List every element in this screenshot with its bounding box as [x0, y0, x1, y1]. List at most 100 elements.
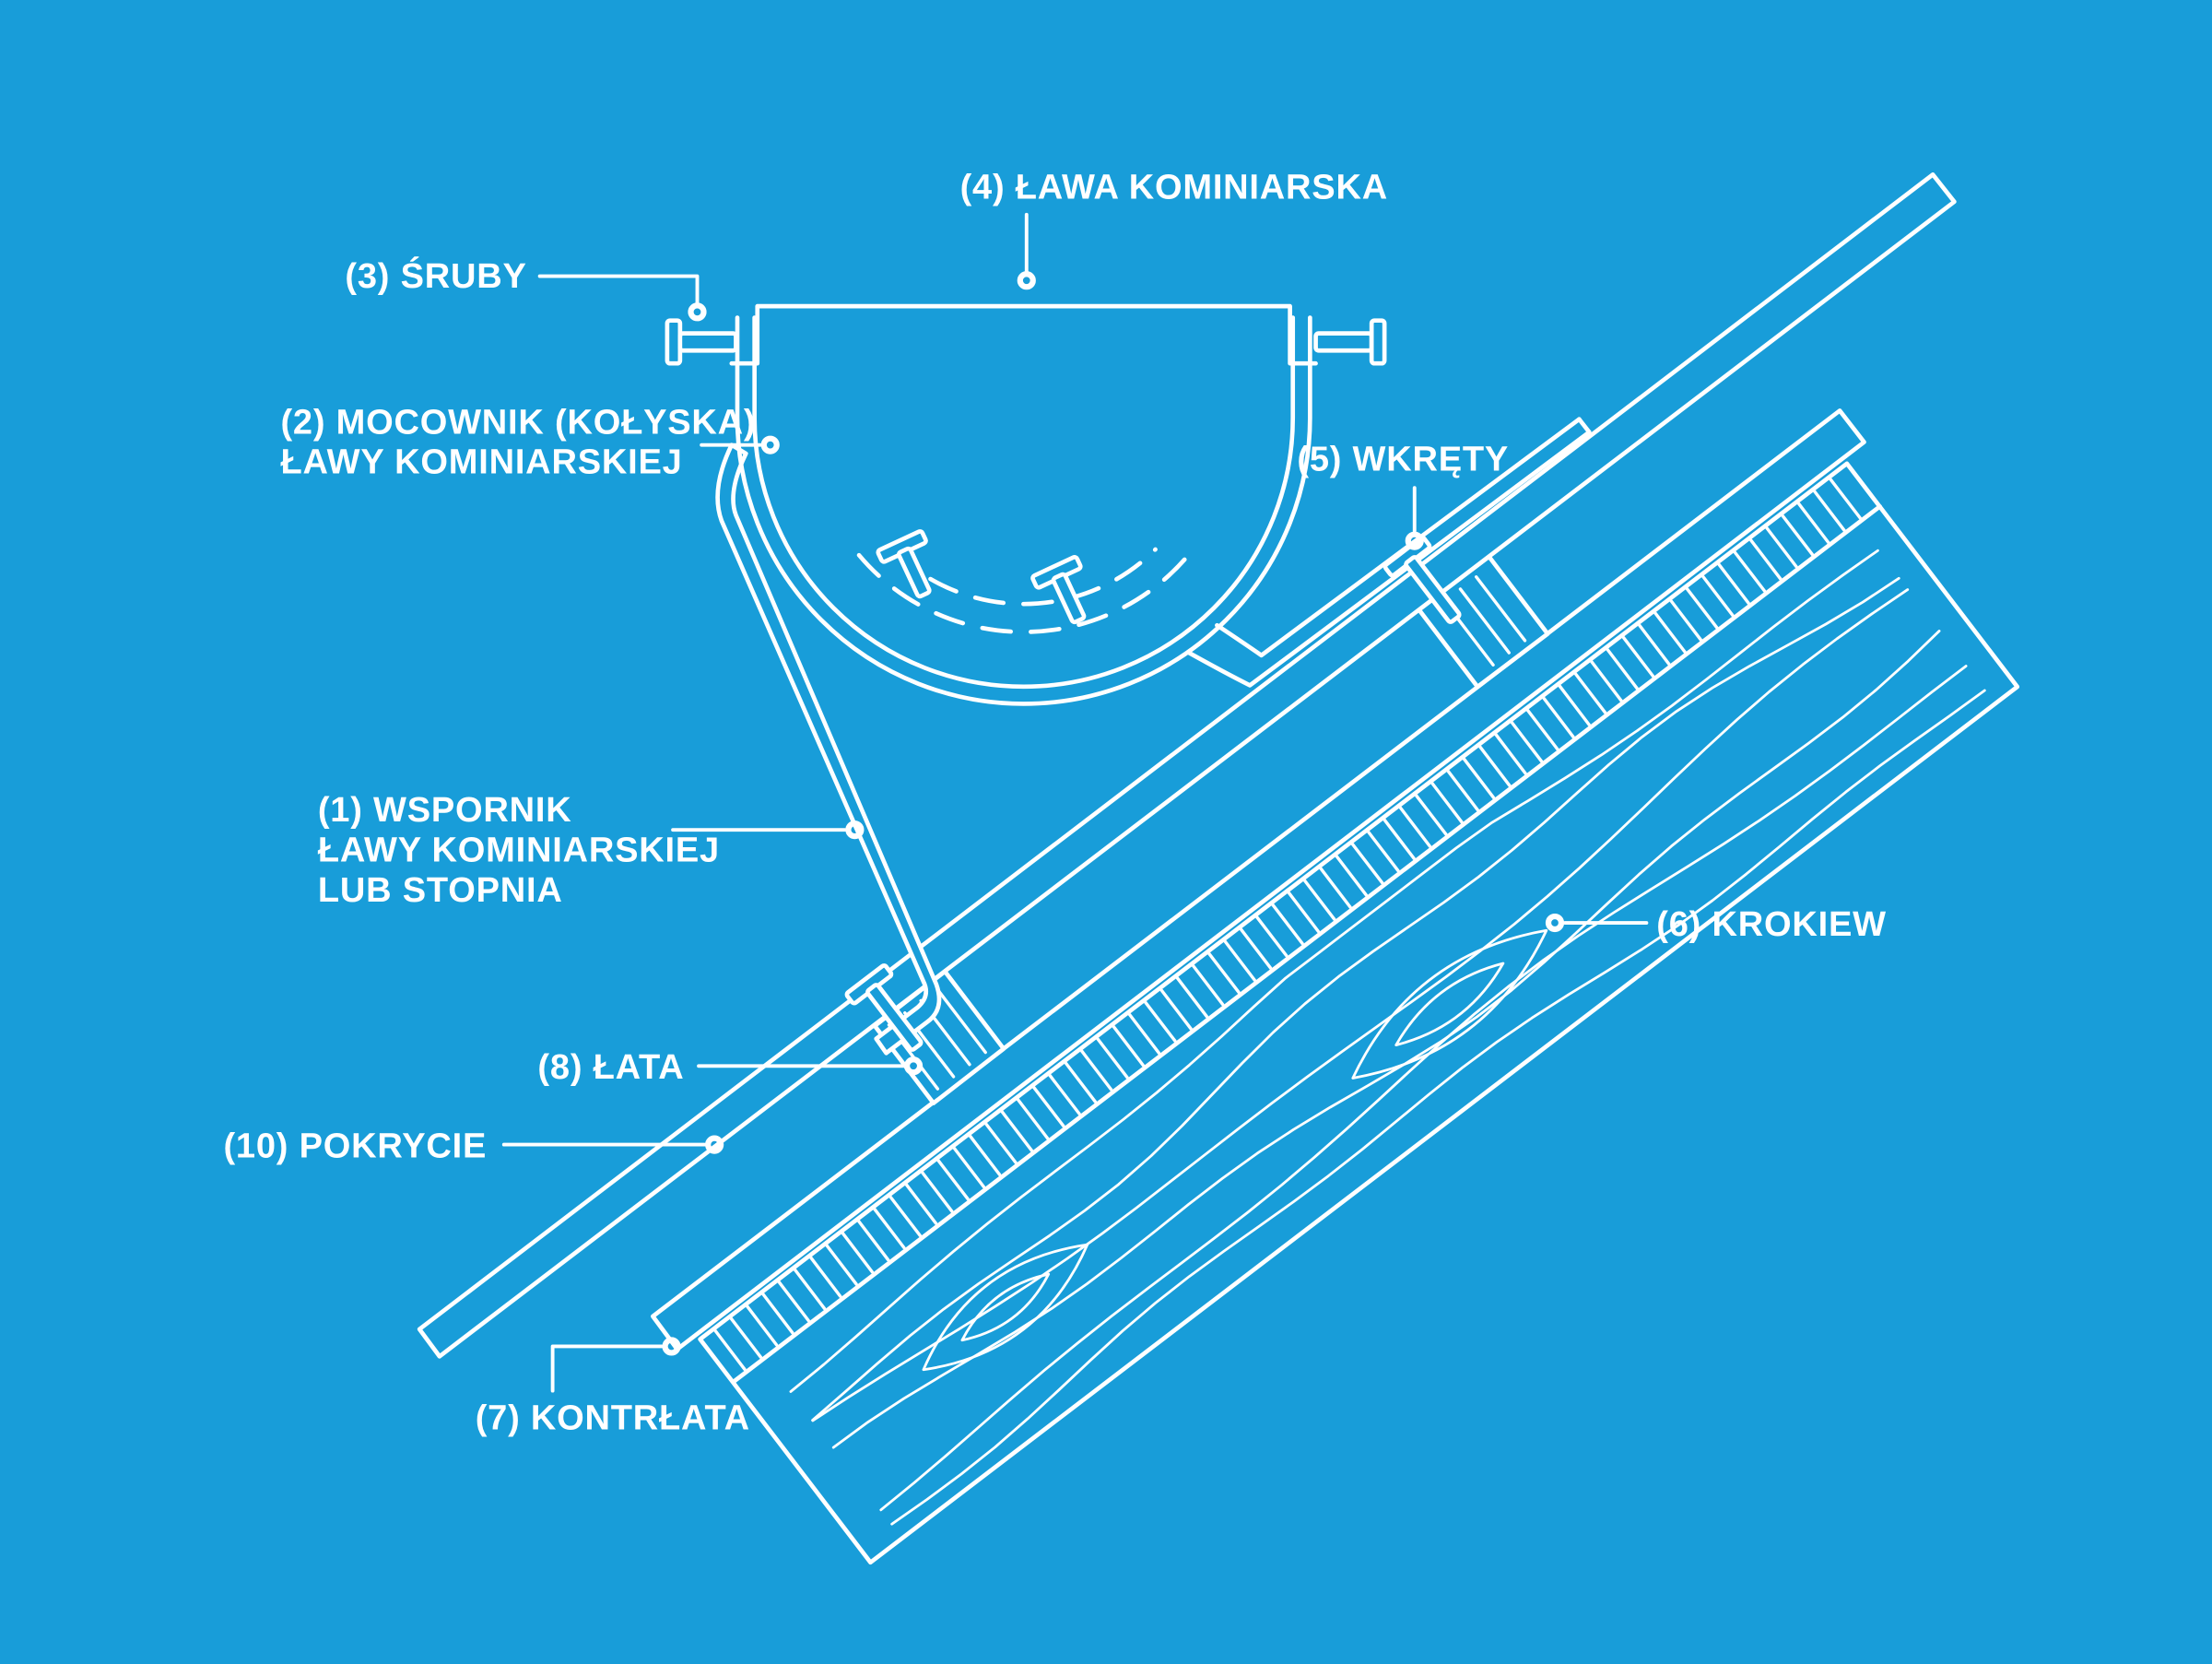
hatch-line [1446, 769, 1479, 812]
hatch-line [1350, 842, 1384, 885]
grain-knot [1351, 928, 1548, 1080]
cradle-bolt-left-shaft [896, 546, 932, 599]
hatch-line [1430, 782, 1464, 824]
hatch-line [1525, 708, 1559, 751]
hatch-line [793, 1268, 827, 1311]
hatch-line [1031, 1085, 1065, 1128]
leader-lines [501, 212, 1649, 1393]
hatch-line [1239, 927, 1273, 970]
screw-lower [844, 963, 924, 1052]
hatch-line [1207, 951, 1241, 995]
hatch-line [1478, 745, 1512, 787]
grain-knot [1394, 962, 1505, 1046]
leader-dot-wspornik [845, 820, 865, 840]
bracket-strip [1185, 417, 1592, 688]
screw-upper-shaft [1404, 555, 1462, 624]
hatch-line [1733, 550, 1767, 593]
hatch-line [935, 986, 987, 1055]
leader-dot-kontrlata [662, 1337, 681, 1356]
hatch-line [1223, 939, 1256, 982]
hatch-line [1398, 806, 1432, 848]
rafter-outline [698, 461, 2020, 1565]
bracket-strip-upper-line [1215, 417, 1582, 658]
hatch-line [1144, 1000, 1177, 1043]
roof-assembly [417, 172, 2020, 1565]
hatch-line [1458, 587, 1511, 655]
hatch-line [936, 1158, 970, 1201]
bolt-right-head [1369, 318, 1387, 366]
hatch-line [873, 1207, 906, 1250]
screw-lower-shaft [865, 983, 924, 1052]
hatch-line [1829, 478, 1863, 520]
hatch-line [1414, 794, 1448, 836]
hidden-edge-dashed-arc-inner [889, 547, 1158, 607]
covering-sheet [417, 172, 1957, 1359]
hatch-line [904, 1183, 938, 1225]
grain-knot [960, 1272, 1051, 1342]
label-lata: (8) ŁATA [537, 1048, 684, 1087]
hidden-edge-dashed-arc-outer [856, 552, 1191, 634]
hatch-line [808, 1256, 842, 1298]
bolt-left-shaft [677, 331, 738, 353]
grain-line [811, 576, 1900, 1422]
hatch-line [1271, 903, 1304, 946]
hatch-line [1653, 611, 1687, 654]
hatch-line [1287, 891, 1321, 934]
hatch-line [1558, 684, 1591, 726]
hatch-line [729, 1316, 763, 1359]
label-mocownik-line1: (2) MOCOWNIK (KOŁYSKA) [280, 403, 756, 442]
cradle-bolt-right [1030, 555, 1087, 625]
hatch-line [1510, 721, 1544, 763]
rafter-wood-grain [789, 549, 1986, 1526]
hatch-line [1382, 818, 1416, 860]
hatch-line [1255, 915, 1288, 958]
rafter-hatch-band-line [731, 504, 1882, 1385]
rafter [698, 461, 2020, 1565]
label-wkrety: (5) WKRĘTY [1297, 441, 1509, 479]
label-krokiew: (6) KROKIEW [1656, 905, 1887, 944]
grain-line [890, 689, 1986, 1526]
hatch-line [1796, 502, 1830, 545]
hatch-line [856, 1219, 890, 1262]
leader-dot-lata [903, 1056, 924, 1076]
hatch-line [1685, 587, 1719, 630]
grain-knot [922, 1243, 1089, 1372]
hatch-line [1191, 963, 1225, 1007]
hatch-line [745, 1304, 779, 1347]
hatch-line [968, 1134, 1002, 1176]
hatch-line [888, 1195, 922, 1237]
hatch-line [1813, 490, 1846, 532]
bracket-strip-lower-line [1185, 430, 1592, 688]
hatch-line [825, 1244, 858, 1286]
hatch-line [1781, 513, 1815, 557]
cradle-outer [735, 315, 1312, 706]
bracket-strut [715, 443, 942, 1056]
hatch-line [713, 1328, 747, 1371]
leader-dot-pokrycie [705, 1135, 724, 1154]
hatch-line [1462, 757, 1496, 800]
hatch-line [1765, 526, 1798, 569]
leader-kontrlata [550, 1344, 664, 1393]
hatch-line [1717, 562, 1750, 606]
hatch-line [920, 1171, 954, 1213]
hatch-line [1367, 830, 1400, 873]
label-wspornik-line2: ŁAWY KOMINIARSKIEJ [318, 831, 720, 869]
label-wspornik-line1: (1) WSPORNIK [318, 791, 572, 830]
hatch-line [841, 1231, 875, 1274]
bolt-right-shaft [1313, 331, 1374, 353]
rafter-hatch [713, 478, 1863, 1371]
leader-dot-sruby [688, 302, 707, 322]
leader-dot-krokiew [1545, 913, 1565, 933]
cradle [735, 315, 1312, 706]
bolt-right [1313, 318, 1387, 366]
hatch-line [1621, 635, 1655, 679]
hatch-line [1749, 538, 1783, 581]
leader-sruby [537, 274, 700, 305]
hatch-line [1064, 1061, 1098, 1103]
grain-line [879, 665, 1968, 1512]
label-pokrycie: (10) POKRYCIE [223, 1127, 487, 1166]
hatch-line [1302, 879, 1336, 921]
hatch-line [1638, 623, 1671, 667]
hatch-line [1112, 1024, 1145, 1068]
